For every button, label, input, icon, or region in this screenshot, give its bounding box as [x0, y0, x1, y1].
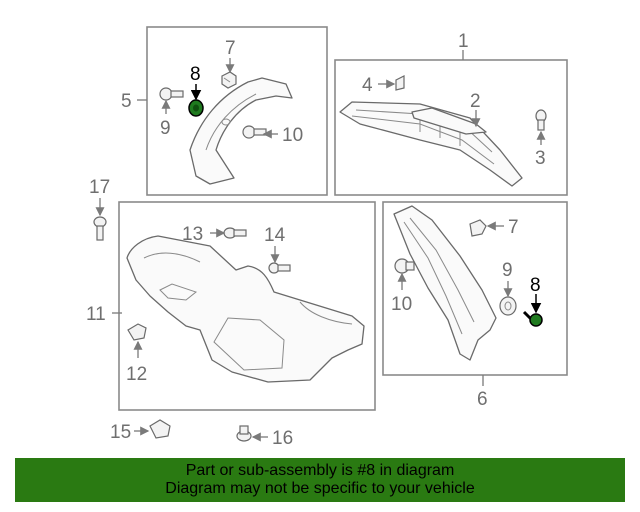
callout-17: 17	[89, 177, 110, 198]
callout-2: 2	[470, 91, 481, 112]
bolt-part-9a	[159, 87, 184, 101]
group-box-upper-right	[334, 59, 568, 196]
callout-9b: 9	[502, 260, 513, 281]
clip-part-7b	[469, 219, 487, 237]
callout-1: 1	[458, 31, 469, 52]
callout-15: 15	[110, 422, 131, 443]
callout-14: 14	[264, 225, 286, 246]
banner-line-part-highlight: Part or sub-assembly is #8 in diagram	[185, 462, 455, 479]
strip-part-2	[411, 107, 487, 135]
bolt-part-13	[223, 227, 247, 239]
highlighted-bolt-part-8b	[522, 310, 543, 327]
callout-7a: 7	[225, 38, 236, 59]
callout-10b: 10	[391, 294, 412, 315]
clip-part-15	[149, 419, 171, 439]
bolt-part-14	[268, 262, 291, 274]
screw-part-3	[535, 109, 547, 131]
callout-6: 6	[477, 389, 488, 410]
bolt-part-10a	[242, 125, 267, 139]
callout-5: 5	[121, 91, 132, 112]
callout-11: 11	[86, 304, 106, 325]
group-box-lower-right	[382, 201, 568, 376]
callout-7b: 7	[508, 217, 519, 238]
clip-part-4	[395, 75, 405, 91]
bolt-part-16	[236, 425, 252, 442]
highlighted-washer-part-8a	[188, 99, 204, 117]
part-info-banner: Part or sub-assembly is #8 in diagram Di…	[15, 458, 625, 502]
clip-part-12	[127, 323, 147, 341]
callout-10a: 10	[282, 125, 303, 146]
callout-4: 4	[362, 75, 373, 96]
callout-9a: 9	[160, 118, 171, 139]
bolt-part-10b	[394, 258, 415, 274]
bolt-part-17	[93, 216, 107, 241]
callout-16: 16	[272, 428, 293, 449]
washer-part-9b	[499, 296, 517, 316]
callout-3: 3	[535, 148, 546, 169]
parts-diagram: 1 2 3 4 5 6 7 7 8 8 9 9 10 10 11 12 13 1…	[86, 26, 568, 449]
pillar-trim-part	[189, 77, 293, 185]
callout-13: 13	[182, 224, 203, 245]
group-box-upper-left	[146, 26, 328, 196]
group-box-lower-left	[118, 201, 376, 411]
callout-8b: 8	[530, 275, 541, 296]
tailgate-trim-panel-part	[126, 235, 365, 383]
callout-12: 12	[126, 364, 147, 385]
callout-8a: 8	[190, 64, 201, 85]
quarter-trim-part	[393, 205, 497, 361]
banner-line-disclaimer: Diagram may not be specific to your vehi…	[165, 480, 475, 497]
clip-part-7a	[221, 71, 237, 89]
